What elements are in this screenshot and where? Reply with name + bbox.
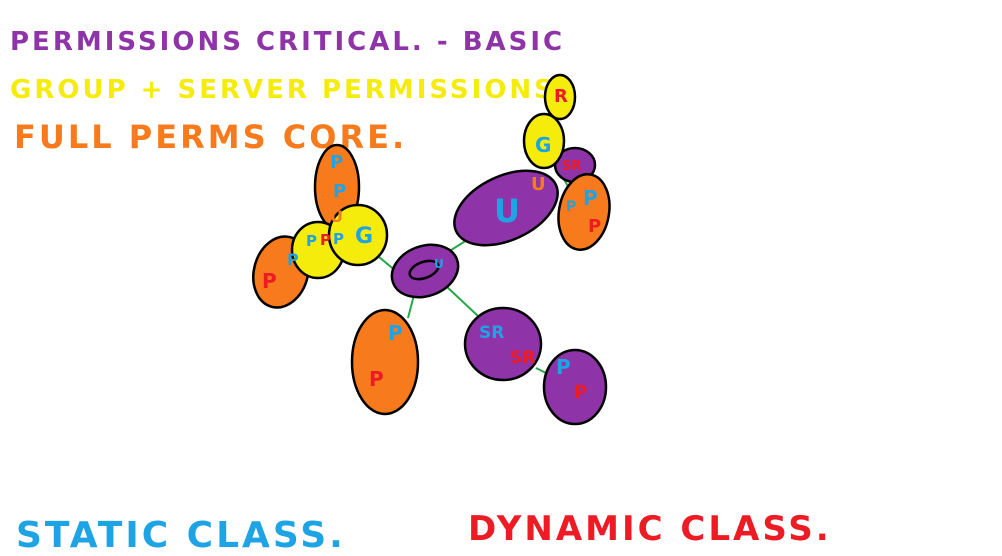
label-g-left: G: [355, 224, 373, 249]
label-u-user: U: [494, 192, 520, 230]
node-labels: P P U G P P P P P P P U U U SR G R P P P…: [262, 86, 601, 403]
label-p-yellow-2: P: [320, 231, 331, 249]
label-u-core: U: [434, 257, 444, 271]
node-perm-right[interactable]: [553, 170, 615, 254]
label-g-top: G: [535, 133, 551, 157]
label-p-top-left-1: P: [330, 152, 343, 173]
node-role-yellow[interactable]: [543, 73, 577, 121]
label-p-top-left-2: P: [333, 181, 346, 202]
label-static-class: STATIC CLASS.: [16, 515, 346, 556]
label-p-far-left-blue: P: [287, 250, 299, 269]
lower-right-cluster: [463, 306, 608, 426]
node-perm-lower-right[interactable]: [542, 348, 608, 426]
node-user[interactable]: [443, 156, 570, 260]
label-p-right-red: P: [588, 216, 601, 237]
label-p-bottom-red: P: [369, 367, 384, 391]
label-p-right-blue: P: [583, 186, 598, 210]
node-core[interactable]: [384, 236, 465, 306]
upper-right-cluster: [443, 73, 615, 260]
label-sr-top: SR: [562, 159, 581, 174]
label-p-lower-right-blue: P: [556, 355, 571, 379]
core-node-group: [384, 236, 465, 306]
label-p-bottom-blue: P: [388, 321, 403, 345]
label-p-far-left-red: P: [262, 269, 277, 293]
node-group-yellow[interactable]: [327, 203, 389, 267]
label-p-right-small: P: [566, 199, 576, 215]
node-group-yellow-top[interactable]: [522, 112, 566, 170]
note-group-server-permissions: GROUP + SERVER PERMISSIONS.: [10, 75, 569, 105]
label-sr-lower-blue: SR: [479, 323, 504, 343]
node-server-role[interactable]: [463, 306, 543, 382]
label-p-lower-right-red: P: [574, 382, 587, 403]
label-p-yellow-3: P: [333, 230, 344, 248]
label-dynamic-class: DYNAMIC CLASS.: [468, 509, 832, 549]
label-sr-lower-red: SR: [510, 348, 535, 368]
left-cluster: [252, 143, 420, 416]
label-u-user-orange: U: [531, 174, 546, 195]
connector-core-to-bottom-perm: [407, 294, 415, 319]
label-p-yellow-1: P: [306, 232, 317, 250]
node-perm-bottom[interactable]: [350, 308, 420, 416]
label-u-left: U: [330, 207, 343, 226]
note-permissions-critical: PERMISSIONS CRITICAL. - BASIC: [10, 27, 565, 57]
node-core-inner-ring: [408, 259, 440, 281]
label-r-top: R: [554, 86, 568, 107]
connector-core-to-server-role: [445, 285, 479, 317]
